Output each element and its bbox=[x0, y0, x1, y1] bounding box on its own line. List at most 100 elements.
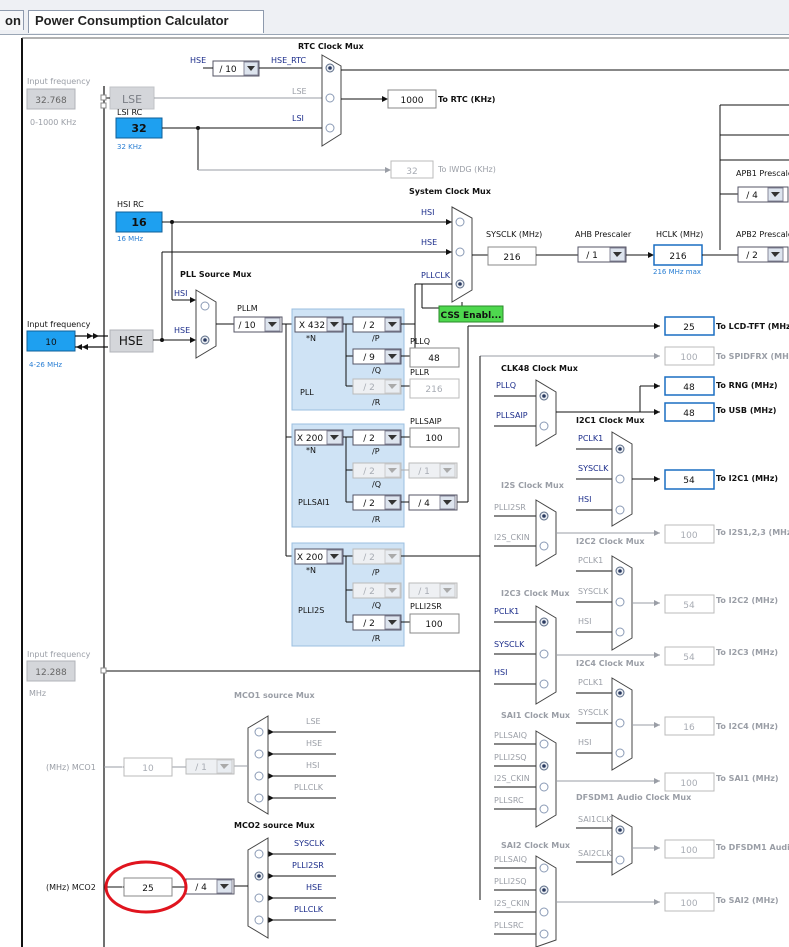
mco2-output-field[interactable] bbox=[123, 877, 173, 897]
i2c3-radio-hsi[interactable] bbox=[539, 679, 549, 689]
spdif-label: To SPIDFRX (MHz) bbox=[716, 352, 789, 361]
pll-p-label: /P bbox=[372, 334, 380, 343]
sysmux-pllclk-label: PLLCLK bbox=[421, 271, 451, 280]
sysmux-radio-hsi[interactable] bbox=[455, 217, 465, 227]
spdif-field[interactable] bbox=[664, 346, 715, 366]
tab-power-consumption-calculator[interactable]: Power Consumption Calculator bbox=[28, 10, 264, 33]
pllr-label: PLLR bbox=[410, 368, 430, 377]
dfsdm-value: 100 bbox=[680, 846, 697, 856]
plli2sr-field[interactable] bbox=[409, 613, 460, 634]
hse-input-field[interactable] bbox=[26, 330, 76, 352]
lcd-tft-field[interactable] bbox=[664, 316, 715, 336]
clk48-in-pllsaip: PLLSAIP bbox=[496, 411, 528, 420]
sysclk-value: 216 bbox=[503, 253, 520, 263]
mco1-radio-hse[interactable] bbox=[254, 749, 264, 759]
sai2-field[interactable] bbox=[664, 892, 715, 912]
i2c3-field[interactable] bbox=[664, 646, 715, 666]
i2c4-mux-title: I2C4 Clock Mux bbox=[576, 659, 645, 668]
mco2-radio-sysclk[interactable] bbox=[254, 849, 264, 859]
sai2-radio-ckin[interactable] bbox=[539, 907, 549, 917]
i2s-ckin-input-field[interactable] bbox=[26, 660, 76, 682]
mco1-mux-title: MCO1 source Mux bbox=[234, 691, 315, 700]
iwdg-output-field[interactable] bbox=[390, 160, 434, 179]
i2c2-in-hsi: HSI bbox=[578, 617, 591, 626]
i2c3-in-pclk1: PCLK1 bbox=[494, 607, 519, 616]
pllr-value: 216 bbox=[425, 385, 442, 395]
pll-source-mux[interactable] bbox=[195, 289, 217, 359]
i2c1-radio-hsi[interactable] bbox=[615, 505, 625, 515]
i2c4-radio-sysclk[interactable] bbox=[615, 718, 625, 728]
sai1-radio-pllsrc[interactable] bbox=[539, 804, 549, 814]
rtc-hse-label: HSE bbox=[190, 56, 206, 65]
mco2-radio-pllclk[interactable] bbox=[254, 915, 264, 925]
i2c3-radio-sysclk[interactable] bbox=[539, 649, 549, 659]
mco1-radio-hsi[interactable] bbox=[254, 771, 264, 781]
pll-src-hsi-label: HSI bbox=[174, 289, 187, 298]
lse-input-field[interactable] bbox=[26, 88, 76, 110]
rtc-radio-lse[interactable] bbox=[325, 93, 335, 103]
rng-field[interactable] bbox=[664, 376, 715, 396]
i2c2-radio-hsi[interactable] bbox=[615, 627, 625, 637]
sai2-radio-pllsrc[interactable] bbox=[539, 929, 549, 939]
mco2-source-mux[interactable] bbox=[247, 837, 269, 939]
css-enable-button[interactable] bbox=[438, 305, 504, 323]
hse-input-value: 10 bbox=[45, 338, 57, 348]
mco1-radio-pllclk[interactable] bbox=[254, 793, 264, 803]
i2c2-value: 54 bbox=[683, 601, 695, 611]
sai1-label: To SAI1 (MHz) bbox=[716, 774, 779, 783]
usb-field[interactable] bbox=[664, 402, 715, 422]
i2s-field[interactable] bbox=[664, 524, 715, 544]
sai1-radio-pllsaiq[interactable] bbox=[539, 739, 549, 749]
i2c4-radio-hsi[interactable] bbox=[615, 748, 625, 758]
pllsaip-field[interactable] bbox=[409, 427, 460, 448]
clk48-clock-mux[interactable] bbox=[535, 379, 557, 447]
mco2-in-sysclk: SYSCLK bbox=[294, 839, 325, 848]
hse-source-box[interactable] bbox=[109, 329, 154, 353]
i2c3-value: 54 bbox=[683, 653, 695, 663]
plli2s-r-value: / 2 bbox=[363, 619, 375, 629]
lsi-rc-label: LSI RC bbox=[117, 108, 143, 117]
i2c4-in-hsi: HSI bbox=[578, 738, 591, 747]
dfsdm-radio-sai2clk[interactable] bbox=[615, 855, 625, 865]
sai1-radio-ckin[interactable] bbox=[539, 782, 549, 792]
sai2-clock-mux[interactable] bbox=[535, 855, 557, 947]
mco2-div-value: / 4 bbox=[195, 883, 207, 893]
mco1-in-hse: HSE bbox=[306, 739, 322, 748]
i2s-in-plli2sr: PLLI2SR bbox=[494, 503, 526, 512]
tab-previous[interactable]: on bbox=[0, 10, 24, 30]
sysclk-field[interactable] bbox=[487, 246, 537, 266]
sysmux-radio-hse[interactable] bbox=[455, 247, 465, 257]
rtc-radio-lsi[interactable] bbox=[325, 123, 335, 133]
mco1-output-field[interactable] bbox=[123, 757, 173, 777]
sai1-field[interactable] bbox=[664, 772, 715, 792]
rtc-hse-rtc-label: HSE_RTC bbox=[271, 56, 307, 65]
dfsdm-field[interactable] bbox=[664, 839, 715, 859]
i2c4-field[interactable] bbox=[664, 716, 715, 736]
pllsai-n-label: *N bbox=[306, 446, 316, 455]
sai2-in-plli2sq: PLLI2SQ bbox=[494, 877, 527, 886]
i2s-radio-ckin[interactable] bbox=[539, 541, 549, 551]
pllsrc-radio-hsi[interactable] bbox=[200, 301, 210, 311]
clk48-radio-pllsaip[interactable] bbox=[539, 421, 549, 431]
i2c2-field[interactable] bbox=[664, 594, 715, 614]
pllq-field[interactable] bbox=[409, 347, 460, 368]
mco2-radio-hse[interactable] bbox=[254, 893, 264, 903]
i2s-ckin-input-value: 12.288 bbox=[35, 668, 67, 678]
sai1-value: 100 bbox=[680, 779, 697, 789]
sai1-clock-mux[interactable] bbox=[535, 730, 557, 828]
hclk-value: 216 bbox=[669, 252, 686, 262]
rtc-output-value: 1000 bbox=[401, 96, 424, 106]
css-enable-label: CSS Enabl... bbox=[441, 311, 502, 321]
sai2-radio-pllsaiq[interactable] bbox=[539, 863, 549, 873]
i2s-clock-mux[interactable] bbox=[535, 499, 557, 567]
pll-q-value: / 9 bbox=[363, 353, 375, 363]
dfsdm-clock-mux[interactable] bbox=[611, 814, 633, 876]
mco1-source-mux[interactable] bbox=[247, 715, 269, 815]
rtc-output-field[interactable] bbox=[387, 89, 437, 109]
i2c1-field[interactable] bbox=[664, 469, 715, 490]
mco1-label: (MHz) MCO1 bbox=[46, 763, 96, 772]
mco1-radio-lse[interactable] bbox=[254, 727, 264, 737]
pllr-field[interactable] bbox=[409, 378, 460, 399]
i2c2-radio-sysclk[interactable] bbox=[615, 597, 625, 607]
i2c1-radio-sysclk[interactable] bbox=[615, 474, 625, 484]
